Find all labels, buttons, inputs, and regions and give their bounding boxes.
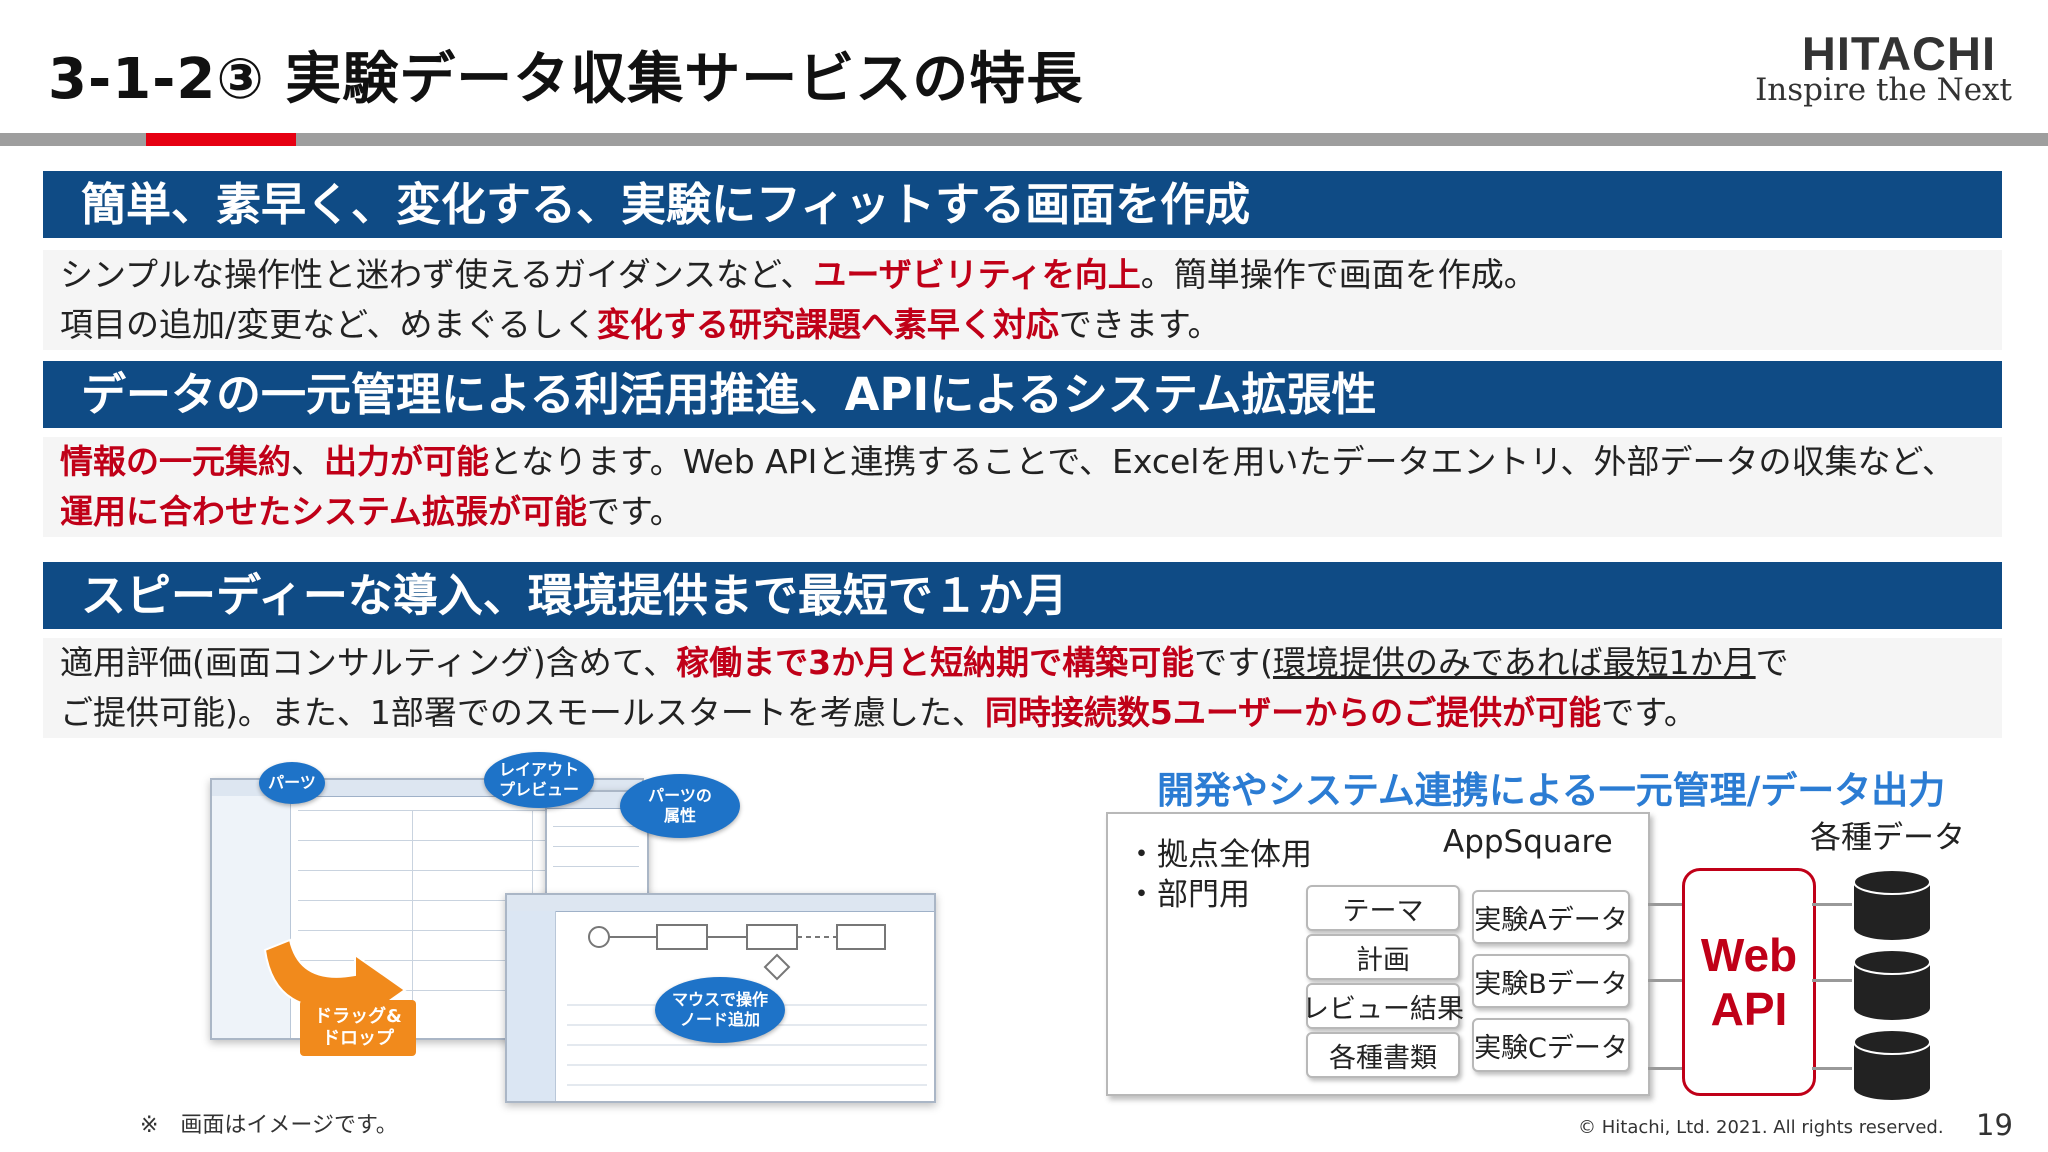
box-review-result: レビュー結果: [1302, 983, 1464, 1029]
underlined-text: 環境提供のみであれば最短1か月: [1272, 643, 1756, 682]
box-experiment-c: 実験Cデータ: [1472, 1018, 1630, 1072]
connector-line: [1812, 903, 1852, 906]
text: 適用評価(画面コンサルティング)含めて、: [60, 643, 677, 682]
body-line: 項目の追加/変更など、めまぐるしく変化する研究課題へ素早く対応できます。: [60, 300, 2002, 350]
section-body-2: 情報の一元集約、出力が可能となります。Web APIと連携することで、Excel…: [43, 437, 2002, 537]
api-label-line2: API: [1710, 983, 1788, 1035]
body-line: シンプルな操作性と迷わず使えるガイダンスなど、ユーザビリティを向上。簡単操作で画…: [60, 250, 2002, 300]
connector-line: [1812, 979, 1852, 982]
box-theme: テーマ: [1306, 885, 1460, 931]
body-line: 運用に合わせたシステム拡張が可能です。: [60, 487, 2002, 537]
body-line: 情報の一元集約、出力が可能となります。Web APIと連携することで、Excel…: [60, 437, 2002, 487]
box-plan: 計画: [1306, 934, 1460, 980]
window-titlebar: [507, 895, 934, 912]
section-heading-2: データの一元管理による利活用推進、APIによるシステム拡張性: [43, 361, 2002, 428]
text: です(: [1194, 643, 1273, 682]
image-caption: ※ 画面はイメージです。: [140, 1113, 398, 1138]
text: シンプルな操作性と迷わず使えるガイダンスなど、: [60, 255, 814, 294]
highlight-text: 情報の一元集約: [60, 442, 291, 481]
parts-palette: [212, 796, 291, 1038]
body-line: ご提供可能)。また、1部署でのスモールスタートを考慮した、同時接続数5ユーザーか…: [60, 688, 2002, 738]
connector-line: [1648, 903, 1684, 906]
callout-parts-attributes: パーツの 属性: [620, 774, 740, 838]
page-number: 19: [1976, 1108, 2013, 1142]
section-body-1: シンプルな操作性と迷わず使えるガイダンスなど、ユーザビリティを向上。簡単操作で画…: [43, 250, 2002, 350]
text: 。簡単操作で画面を作成。: [1140, 255, 1537, 294]
callout-mouse-node: マウスで操作 ノード追加: [655, 977, 785, 1043]
logo-tagline: Inspire the Next: [1755, 72, 2012, 108]
highlight-text: ユーザビリティを向上: [813, 255, 1141, 294]
header-rule-accent: [146, 133, 296, 146]
database-icon: [1853, 1029, 1931, 1100]
database-icon: [1853, 949, 1931, 1020]
highlight-text: 稼働まで3か月と短納期で構築可能: [676, 643, 1195, 682]
usage-item-department: ・部門用: [1126, 877, 1250, 913]
copyright: © Hitachi, Ltd. 2021. All rights reserve…: [1578, 1117, 1944, 1138]
highlight-text: 同時接続数5ユーザーからのご提供が可能: [984, 693, 1602, 732]
web-api-box: Web API: [1682, 868, 1816, 1096]
box-experiment-b: 実験Bデータ: [1472, 954, 1630, 1008]
usage-item-site: ・拠点全体用: [1126, 837, 1312, 873]
section-heading-3: スピーディーな導入、環境提供まで最短で１か月: [43, 562, 2002, 629]
data-sources-label: 各種データ: [1810, 820, 1965, 856]
editor-sidebar: [507, 911, 556, 1101]
drag-drop-label: ドラッグ& ドロップ: [300, 1000, 416, 1056]
text: できます。: [1058, 305, 1221, 344]
callout-parts: パーツ: [259, 762, 325, 804]
app-name: AppSquare: [1443, 824, 1613, 860]
workflow-diagram: [567, 924, 927, 1086]
header-rule: [0, 133, 2048, 146]
page-title: 3-1-2③ 実験データ収集サービスの特長: [48, 47, 1084, 112]
text: 項目の追加/変更など、めまぐるしく: [60, 305, 597, 344]
connector-line: [1648, 979, 1684, 982]
callout-layout-preview: レイアウト プレビュー: [484, 752, 594, 808]
box-experiment-a: 実験Aデータ: [1472, 890, 1630, 944]
diagram-title: 開発やシステム連携による一元管理/データ出力: [1157, 769, 1946, 812]
text: で: [1755, 643, 1789, 682]
connector-line: [1812, 1067, 1852, 1070]
text: ご提供可能)。また、1部署でのスモールスタートを考慮した、: [60, 693, 985, 732]
body-line: 適用評価(画面コンサルティング)含めて、稼働まで3か月と短納期で構築可能です(環…: [60, 638, 2002, 688]
api-label-line1: Web: [1700, 929, 1798, 981]
section-body-3: 適用評価(画面コンサルティング)含めて、稼働まで3か月と短納期で構築可能です(環…: [43, 638, 2002, 738]
highlight-text: 出力が可能: [324, 442, 489, 481]
hitachi-logo: HITACHI: [1801, 27, 1996, 80]
text: 、: [291, 442, 324, 481]
text: です。: [587, 492, 683, 531]
database-icon: [1853, 869, 1931, 940]
box-documents: 各種書類: [1306, 1032, 1460, 1078]
highlight-text: 変化する研究課題へ素早く対応: [596, 305, 1059, 344]
highlight-text: 運用に合わせたシステム拡張が可能: [60, 492, 588, 531]
section-heading-1: 簡単、素早く、変化する、実験にフィットする画面を作成: [43, 171, 2002, 238]
text: です。: [1601, 693, 1697, 732]
connector-line: [1648, 1067, 1684, 1070]
text: となります。Web APIと連携することで、Excelを用いたデータエントリ、外…: [489, 442, 1955, 481]
